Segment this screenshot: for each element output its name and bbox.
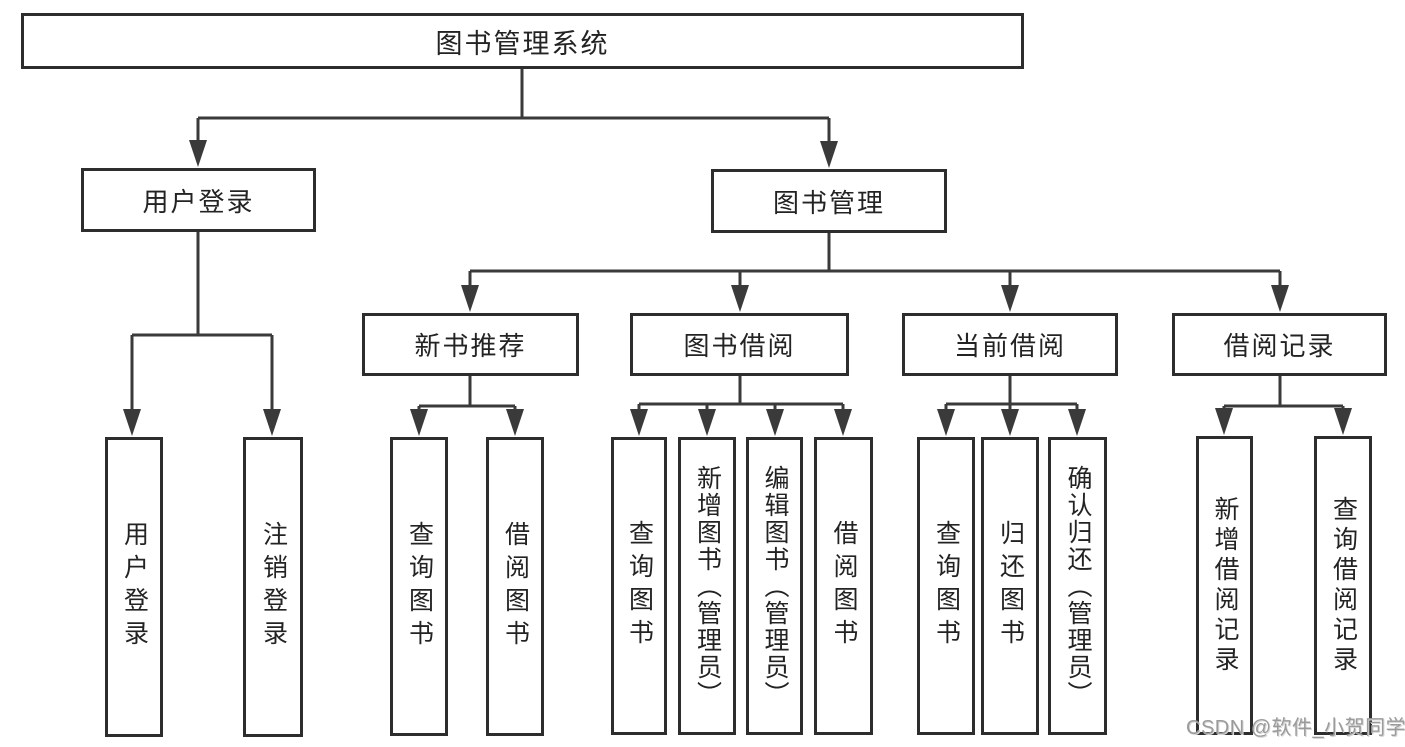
branch-borrow-records (1215, 376, 1352, 435)
branch-user-login (123, 232, 281, 436)
leaf-user-login: 用户登录 (105, 437, 163, 737)
branch-current-borrow (937, 376, 1086, 436)
node-new-book-rec: 新书推荐 (362, 313, 579, 376)
node-borrow-records: 借阅记录 (1172, 313, 1387, 376)
leaf-br-add-record: 新增借阅记录 (1196, 436, 1253, 735)
leaf-bb-query-book: 查询图书 (611, 437, 667, 735)
leaf-bb-add-book: 新增图书（管理员） (678, 437, 736, 735)
node-book-mgmt: 图书管理 (711, 169, 947, 233)
leaf-cb-query-book: 查询图书 (917, 437, 975, 735)
node-current-borrow: 当前借阅 (902, 313, 1118, 376)
branch-book-borrow (630, 376, 852, 436)
leaf-bb-edit-book: 编辑图书（管理员） (746, 437, 803, 735)
node-root: 图书管理系统 (21, 13, 1024, 69)
csdn-watermark: CSDN @软件_小贺同学 (1186, 717, 1405, 739)
leaf-bb-borrow-book: 借阅图书 (814, 437, 873, 735)
leaf-cb-return-book: 归还图书 (981, 437, 1039, 735)
leaf-br-query-record: 查询借阅记录 (1314, 436, 1372, 735)
leaf-rec-borrow-book: 借阅图书 (486, 437, 544, 736)
node-user-login: 用户登录 (81, 168, 316, 232)
leaf-cb-confirm-return: 确认归还（管理员） (1048, 437, 1107, 735)
node-book-borrow: 图书借阅 (630, 313, 849, 376)
leaf-rec-query-book: 查询图书 (390, 437, 448, 736)
branch-root (189, 69, 838, 168)
branch-book-mgmt (461, 233, 1289, 312)
leaf-logout: 注销登录 (243, 437, 303, 737)
branch-new-book-rec (410, 376, 524, 436)
